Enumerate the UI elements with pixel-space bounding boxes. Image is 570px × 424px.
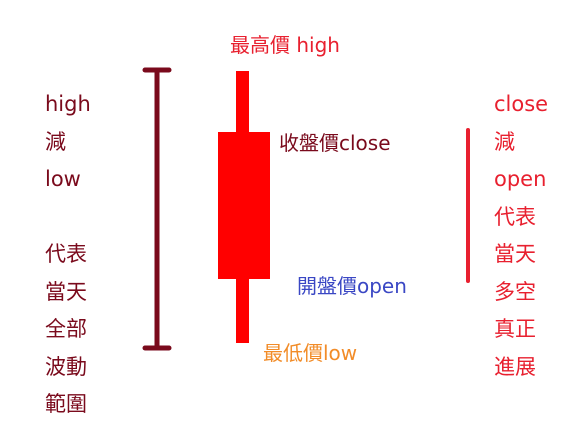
right-line: 減 [494,129,515,154]
left-line: high [45,92,91,116]
left-line: 代表 [45,242,87,266]
right-line: 多空 [494,279,536,304]
right-line: 進展 [494,354,536,379]
open-price-label: 開盤價open [297,274,407,298]
left-line: 波動 [45,354,87,379]
left-line: 範圍 [45,392,87,416]
close-price-label: 收盤價close [279,131,391,155]
low-price-label: 最低價low [263,341,358,365]
left-line: 減 [45,129,66,154]
right-line: close [494,92,549,116]
left-line: 全部 [45,317,87,341]
candle-upper-wick [236,71,249,133]
candle-body [218,132,270,279]
left-line-spacer [45,199,91,237]
right-explanation: close 減 open 代表 當天 多空 真正 進展 [494,86,548,386]
high-price-label: 最高價 high [230,33,340,57]
candle-lower-wick [236,278,249,343]
left-line: 當天 [45,279,87,304]
right-line: 真正 [494,317,536,341]
right-line: 當天 [494,242,536,266]
left-explanation: high 減 low 代表 當天 全部 波動 範圍 [45,86,91,424]
right-line: open [494,167,547,191]
left-line: low [45,167,81,191]
right-line: 代表 [494,204,536,229]
